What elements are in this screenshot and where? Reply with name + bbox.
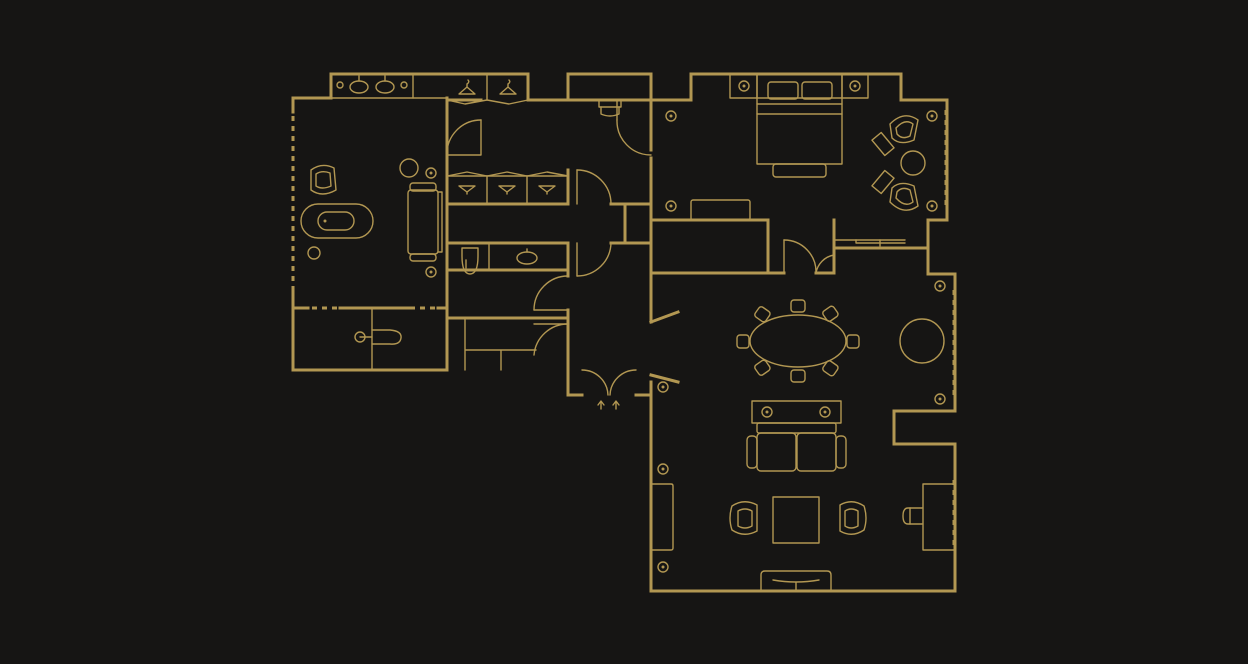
lamp-icon bbox=[934, 393, 946, 405]
lamp-icon bbox=[926, 110, 938, 122]
closet-top bbox=[446, 73, 529, 105]
hanger-icon bbox=[538, 185, 556, 195]
sofa-icon bbox=[746, 400, 847, 472]
lamp-icon bbox=[926, 200, 938, 212]
lamp-icon bbox=[934, 280, 946, 292]
lamp-icon bbox=[819, 406, 831, 418]
desk-icon bbox=[902, 483, 955, 551]
hanger-icon bbox=[458, 79, 476, 95]
sink-icon bbox=[488, 242, 569, 271]
sideboard-icon bbox=[760, 570, 832, 592]
doors bbox=[446, 99, 835, 396]
lamp-icon bbox=[665, 200, 677, 212]
closet-middle bbox=[446, 171, 569, 205]
guest-wc bbox=[461, 99, 622, 275]
wc bbox=[354, 307, 402, 371]
living-area bbox=[650, 381, 955, 592]
lamp-icon bbox=[657, 381, 669, 393]
lamp-icon bbox=[657, 463, 669, 475]
side-table-icon bbox=[900, 150, 926, 176]
armchair-icon bbox=[871, 115, 919, 157]
side-table-icon bbox=[399, 158, 419, 178]
double-up-arrow-icon bbox=[597, 400, 620, 410]
double-vanity bbox=[330, 73, 448, 99]
bathroom bbox=[300, 73, 448, 278]
lamp-icon bbox=[665, 110, 677, 122]
hanger-icon bbox=[458, 185, 476, 195]
lamp-icon bbox=[849, 80, 861, 92]
toilet-icon bbox=[461, 247, 479, 275]
console-icon bbox=[833, 239, 906, 247]
plan-linework bbox=[291, 72, 957, 593]
chaise-icon bbox=[407, 182, 443, 262]
dressing-room bbox=[446, 73, 569, 371]
armchair-icon bbox=[839, 501, 867, 535]
hanger-icon bbox=[498, 185, 516, 195]
desk-icon bbox=[690, 199, 751, 221]
armchair-icon bbox=[729, 501, 758, 535]
plant-icon bbox=[307, 246, 321, 260]
bathtub-icon bbox=[300, 203, 374, 239]
lamp-icon bbox=[738, 80, 750, 92]
lamp-icon bbox=[425, 266, 437, 278]
lamp-icon bbox=[425, 167, 437, 179]
dining-table-icon bbox=[736, 299, 860, 383]
toilet-icon bbox=[354, 329, 402, 345]
lamp-icon bbox=[657, 561, 669, 573]
armchair-icon bbox=[310, 164, 337, 195]
bed-icon bbox=[729, 73, 869, 178]
lamp-icon bbox=[761, 406, 773, 418]
closet-lower bbox=[464, 317, 537, 371]
toilet-icon bbox=[598, 99, 622, 117]
armchair-icon bbox=[871, 169, 919, 211]
media-console-icon bbox=[650, 483, 674, 551]
bedroom bbox=[665, 73, 938, 247]
round-table-icon bbox=[899, 318, 945, 364]
coffee-table-icon bbox=[772, 496, 820, 544]
hanger-icon bbox=[499, 79, 517, 95]
